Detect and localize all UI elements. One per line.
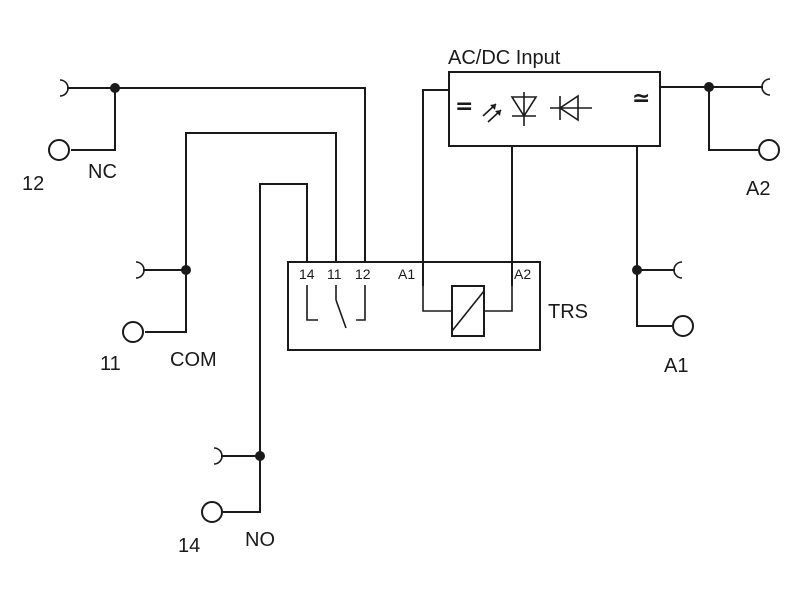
nc-plug-icon (59, 79, 69, 97)
pin-12-label: 12 (355, 266, 371, 282)
no-terminal-number: 14 (178, 535, 200, 557)
com-connection: 11 COM (100, 132, 337, 375)
diode-icon (510, 92, 538, 126)
reverse-diode-icon (550, 94, 592, 122)
switch-contact-icon (306, 285, 366, 329)
nc-terminal-number: 12 (22, 173, 44, 195)
com-plug-icon (135, 261, 145, 279)
a2-plug-icon (761, 78, 771, 96)
input-module: AC/DC Input = ≃ (422, 47, 661, 286)
pin-14-label: 14 (299, 266, 315, 282)
input-title: AC/DC Input (448, 47, 561, 69)
ac-symbol: ≃ (632, 86, 650, 111)
no-label: NO (245, 529, 275, 551)
com-terminal-icon (122, 321, 144, 343)
a1-label: A1 (664, 355, 688, 377)
pin-a1-label: A1 (398, 266, 415, 282)
no-connection: 14 NO (178, 183, 308, 557)
a2-label: A2 (746, 178, 770, 200)
nc-connection: 12 NC (22, 79, 366, 286)
no-terminal-icon (201, 501, 223, 523)
pin-a2-label: A2 (514, 266, 531, 282)
nc-terminal-icon (48, 139, 70, 161)
a2-terminal-icon (758, 139, 780, 161)
pin-11-label: 11 (327, 266, 342, 282)
input-module-box (448, 71, 661, 147)
com-terminal-number: 11 (100, 353, 121, 375)
nc-label: NC (88, 161, 117, 183)
trs-label: TRS (548, 301, 588, 323)
a1-plug-icon (673, 261, 683, 279)
led-icon (482, 103, 502, 123)
com-label: COM (170, 349, 217, 371)
relay-coil-icon (422, 285, 513, 337)
a2-connection: A2 (659, 78, 780, 200)
a1-terminal-icon (672, 315, 694, 337)
relay-module-box (287, 261, 541, 351)
relay-module: 14 11 12 A1 A2 TRS (287, 261, 588, 351)
no-plug-icon (213, 447, 223, 465)
a1-connection: A1 (632, 145, 694, 377)
dc-symbol: = (455, 94, 473, 119)
